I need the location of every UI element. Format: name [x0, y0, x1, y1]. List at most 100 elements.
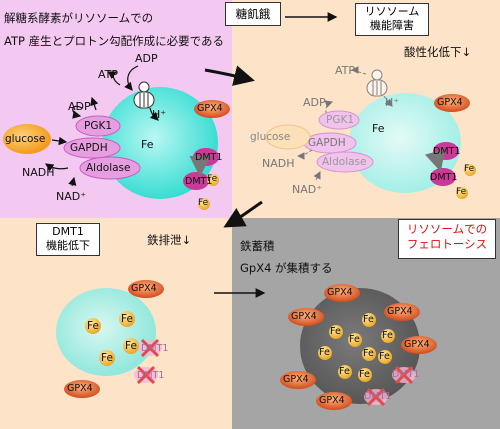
p4-fe-4: Fe	[349, 334, 360, 345]
p4-fe-2: Fe	[382, 330, 393, 341]
v-atpase-icon-1	[133, 81, 155, 109]
dmt1-dysfunction-box: DMT1 機能低下	[36, 223, 100, 256]
dmt1-disabled-icon-3b	[134, 365, 158, 385]
starvation-label: 糖飢餓	[235, 7, 271, 21]
aldolase-enzyme-2	[316, 151, 374, 173]
fe-ion-out-1	[207, 174, 219, 186]
label-adp: ADP	[68, 100, 91, 113]
p2-label-h-plus: H⁺	[385, 96, 400, 109]
p4-gpx4-3: GPX4	[291, 311, 317, 322]
gpx4-accumulation: GpX4 が集積する	[240, 261, 333, 275]
p2-label-nad-plus: NAD⁺	[292, 183, 323, 196]
p3-label-gpx4-top: GPX4	[131, 283, 157, 294]
p4-fe-7: Fe	[319, 347, 330, 358]
label-nadh: NADH	[22, 166, 55, 179]
gapdh-enzyme-1	[63, 137, 121, 159]
label-adp-top: ADP	[135, 52, 158, 65]
p2-label-glucose: glucose	[250, 131, 291, 143]
label-pgk1: PGK1	[84, 120, 113, 132]
label-glucose: glucose	[5, 133, 46, 145]
dysfunction-line1: リソソーム	[364, 5, 420, 18]
dmt1-box-line2: 機能低下	[46, 239, 90, 252]
p4-gpx4-4: GPX4	[404, 339, 430, 350]
dmt1-disabled-icon-4a	[392, 365, 416, 385]
fe-ion-out-2	[198, 198, 210, 210]
p3-label-fe: Fe	[87, 320, 99, 332]
glucose-molecule-1	[3, 124, 51, 154]
p3-label-fe-4: Fe	[125, 340, 137, 352]
label-fe-out2: Fe	[198, 198, 209, 208]
pgk1-enzyme-2	[318, 110, 360, 130]
gpx4-protein-2	[434, 94, 470, 112]
label-gapdh: GAPDH	[70, 142, 108, 154]
p2-label-pgk1: PGK1	[326, 114, 355, 126]
p3-label-dmt1-b: DMT1	[137, 370, 165, 381]
p2-label-fe: Fe	[372, 122, 385, 135]
p2-label-fe-out1: Fe	[464, 164, 475, 174]
p4-gpx4-1: GPX4	[327, 287, 353, 298]
aldolase-enzyme-1	[79, 156, 141, 180]
lysosome-dysfunction-box: リソソーム 機能障害	[355, 3, 429, 36]
p4-fe-8: Fe	[339, 366, 350, 377]
glucose-molecule-2	[265, 124, 311, 150]
acidification-decrease: 酸性化低下↓	[404, 45, 472, 59]
lysosomal-ferroptosis-box: リソソームでの フェロトーシス	[398, 219, 496, 259]
p2-label-adp: ADP	[303, 96, 326, 109]
p2-label-aldolase: Aldolase	[322, 156, 367, 168]
gpx4-protein-1	[194, 100, 230, 118]
iron-excretion-decrease: 鉄排泄↓	[147, 233, 192, 247]
panel1-caption-line1: 解糖系酵素がリソソームでの	[4, 11, 154, 25]
label-gpx4: GPX4	[197, 103, 223, 114]
dmt1-disabled-icon-3a	[138, 338, 162, 358]
label-atp: ATP	[98, 68, 119, 81]
gpx4-cluster-4	[280, 284, 437, 410]
p3-label-gpx4-bottom: GPX4	[67, 383, 93, 394]
p4-fe-1: Fe	[363, 314, 374, 325]
gpx4-protein-3a	[128, 280, 164, 298]
iron-accumulation: 鉄蓄積	[240, 239, 275, 253]
panel1-caption-line2: ATP 産生とプロトン勾配作成に必要である	[4, 34, 224, 48]
ferroptosis-line2: フェロトーシス	[406, 237, 488, 251]
fe-ions-3	[85, 311, 139, 366]
label-fe: Fe	[141, 138, 154, 151]
fe-ion-out-3	[464, 164, 476, 176]
label-dmt1-a: DMT1	[195, 152, 223, 163]
starvation-box: 糖飢餓	[225, 2, 281, 26]
dmt1-transporter-2b	[430, 168, 456, 186]
p2-label-gapdh: GAPDH	[308, 137, 346, 149]
ferroptosis-line1: リソソームでの	[406, 222, 488, 236]
p2-label-dmt1-a: DMT1	[433, 146, 461, 157]
p3-label-fe-3: Fe	[101, 352, 113, 364]
label-dmt1-b: DMT1	[185, 176, 213, 187]
label-h-plus: H⁺	[152, 108, 167, 121]
p4-fe-5: Fe	[363, 348, 374, 359]
p4-dmt1-b: DMT1	[364, 391, 392, 402]
arrow-to-panel3	[223, 200, 263, 228]
p3-label-dmt1-a: DMT1	[141, 343, 169, 354]
p4-fe-3: Fe	[330, 326, 341, 337]
p2-label-atp: ATP	[335, 64, 356, 77]
p3-label-fe-2: Fe	[121, 313, 133, 325]
p4-gpx4-5: GPX4	[283, 374, 309, 385]
p2-label-dmt1-b: DMT1	[430, 172, 458, 183]
p4-fe-9: Fe	[359, 369, 370, 380]
p2-label-fe-out2: Fe	[456, 187, 467, 197]
fe-ion-out-4	[456, 187, 468, 199]
fe-ions-4	[318, 313, 395, 382]
p4-gpx4-2: GPX4	[387, 306, 413, 317]
pgk1-enzyme-1	[75, 115, 121, 137]
label-fe-out1: Fe	[207, 174, 218, 184]
p4-gpx4-6: GPX4	[319, 395, 345, 406]
label-aldolase: Aldolase	[86, 162, 131, 174]
dmt1-box-line1: DMT1	[52, 225, 84, 238]
gpx4-protein-3b	[64, 380, 100, 398]
p2-label-gpx4: GPX4	[437, 97, 463, 108]
dysfunction-line2: 機能障害	[370, 19, 414, 32]
p2-label-nadh: NADH	[262, 157, 295, 170]
arrow-to-panel2	[204, 65, 255, 86]
label-nad-plus: NAD⁺	[56, 190, 87, 203]
dmt1-disabled-icon-4b	[364, 387, 388, 407]
p4-dmt1-a: DMT1	[392, 369, 420, 380]
v-atpase-icon-2	[366, 69, 388, 97]
